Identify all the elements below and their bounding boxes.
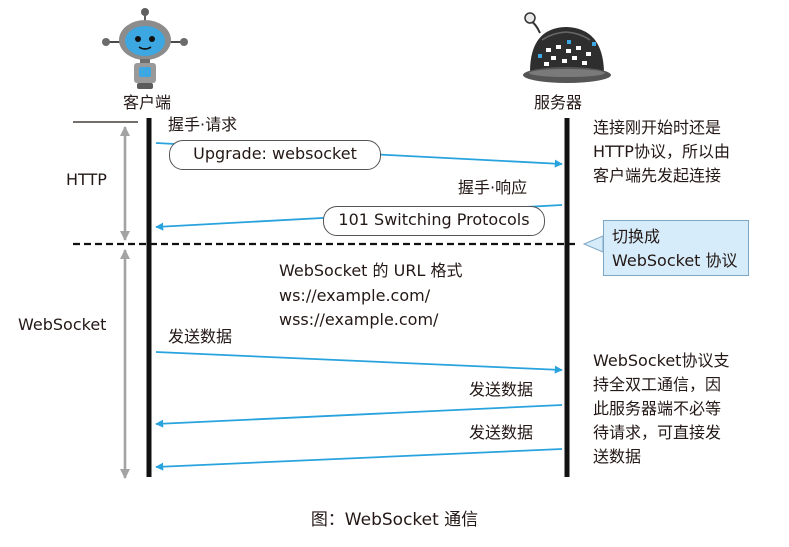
client-send-data-arrow bbox=[155, 351, 563, 374]
switching-protocols-pill: 101 Switching Protocols bbox=[323, 206, 545, 236]
http-phase-label: HTTP bbox=[66, 170, 107, 189]
url-format-title: WebSocket 的 URL 格式 bbox=[279, 261, 463, 280]
url-ws: ws://example.com/ bbox=[279, 286, 431, 305]
handshake-request-label: 握手·请求 bbox=[168, 115, 238, 134]
switch-note-line2: WebSocket 协议 bbox=[612, 251, 738, 270]
server-send-data-label-1: 发送数据 bbox=[469, 380, 534, 399]
note-box-pointer bbox=[582, 235, 604, 253]
server-send-data-label-2: 发送数据 bbox=[469, 423, 534, 442]
switch-protocol-note: 切换成 WebSocket 协议 bbox=[603, 220, 749, 276]
robot-client-icon bbox=[102, 8, 188, 89]
connection-initiator-note: 连接刚开始时还是 HTTP协议，所以由 客户端先发起连接 bbox=[593, 118, 730, 185]
server-send-data-arrow-2 bbox=[155, 448, 563, 471]
server-label: 服务器 bbox=[534, 93, 583, 112]
switch-note-line1: 切换成 bbox=[612, 227, 661, 246]
url-wss: wss://example.com/ bbox=[279, 310, 439, 329]
handshake-response-label: 握手·响应 bbox=[458, 178, 528, 197]
client-label: 客户端 bbox=[123, 93, 172, 112]
server-send-data-arrow-1 bbox=[155, 404, 563, 428]
websocket-phase-label: WebSocket bbox=[18, 315, 107, 334]
full-duplex-note: WebSocket协议支 持全双工通信，因 此服务器端不必等 待请求，可直接发 … bbox=[593, 351, 730, 466]
upgrade-header-pill: Upgrade: websocket bbox=[169, 140, 381, 170]
figure-caption: 图：WebSocket 通信 bbox=[310, 510, 479, 530]
dome-server-icon bbox=[523, 12, 611, 83]
client-send-data-label: 发送数据 bbox=[168, 327, 233, 346]
